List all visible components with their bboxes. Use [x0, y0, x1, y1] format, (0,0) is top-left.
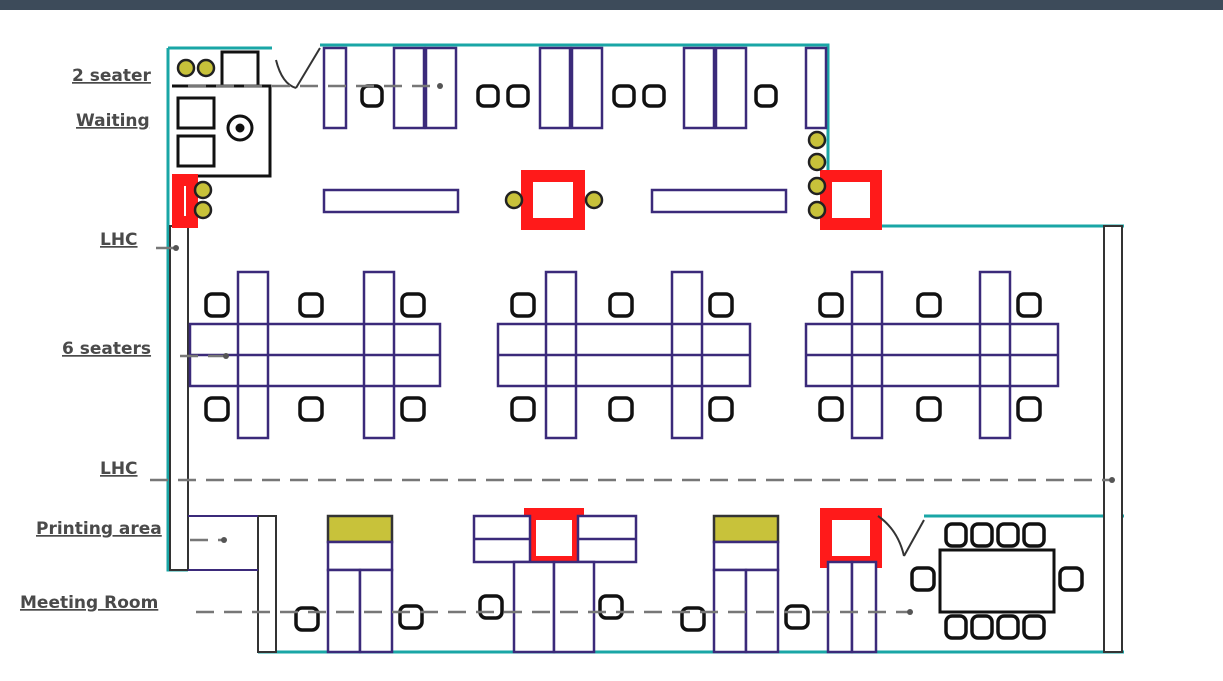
- leader-lines: [150, 84, 1110, 614]
- label-lhc-bottom: LHC: [100, 459, 138, 479]
- stools: [176, 58, 827, 220]
- columns: [172, 170, 882, 568]
- printing-cabinet: [257, 515, 277, 653]
- top-workstations: [322, 46, 828, 214]
- label-lhc-top: LHC: [100, 230, 138, 250]
- label-printing-area: Printing area: [36, 519, 162, 539]
- label-two-seater: 2 seater: [72, 66, 152, 86]
- column-5: [820, 508, 882, 568]
- column-3: [820, 170, 882, 230]
- column-1: [172, 174, 198, 228]
- entrance-door: [275, 47, 321, 89]
- header-bar: [0, 0, 1223, 10]
- lhc-cabinet-left: [169, 225, 189, 571]
- column-4: [524, 508, 584, 568]
- lhc-cabinet-right: [1103, 225, 1123, 653]
- label-waiting: Waiting: [76, 111, 150, 131]
- column-2: [521, 170, 585, 230]
- bottom-workstations: [326, 514, 878, 654]
- meeting-room: [877, 515, 1056, 614]
- label-meeting-room: Meeting Room: [20, 593, 158, 613]
- six-seater-clusters: [188, 270, 1060, 440]
- label-six-seaters: 6 seaters: [62, 339, 151, 359]
- chairs: [204, 84, 1084, 640]
